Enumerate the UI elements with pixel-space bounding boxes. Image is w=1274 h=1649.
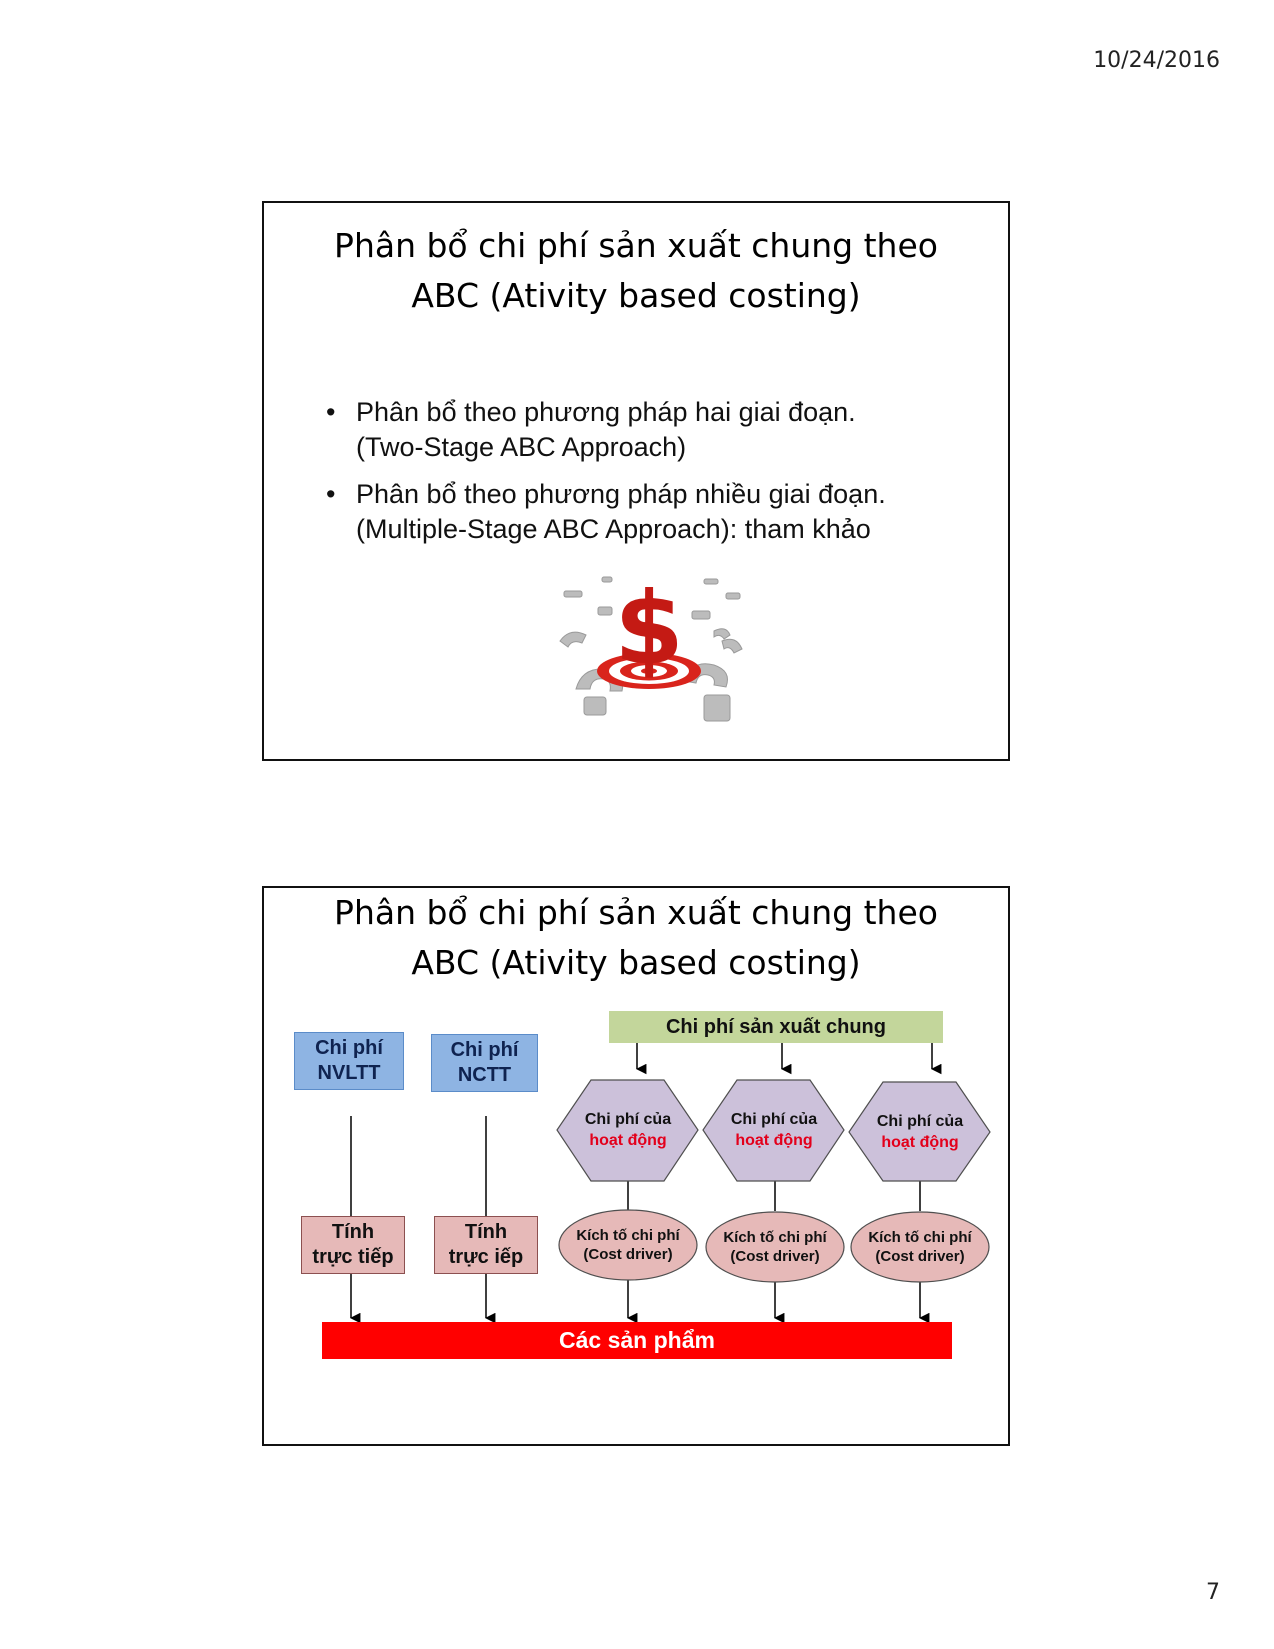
slide-1: Phân bổ chi phí sản xuất chung theo ABC …: [262, 201, 1010, 761]
activity-label-line2: hoạt động: [735, 1132, 813, 1149]
activity-hexagon: [702, 1079, 845, 1182]
activity-label-line2: hoạt động: [589, 1132, 667, 1149]
slide-1-title: Phân bổ chi phí sản xuất chung theo ABC …: [264, 221, 1008, 321]
direct-labor-box: Chi phí NCTT: [431, 1034, 538, 1092]
activity-label: Chi phí của hoạt động: [856, 1111, 984, 1153]
cost-driver-label: Kích tố chi phí (Cost driver): [705, 1228, 845, 1266]
direct-charge-box: Tính trực tiếp: [301, 1216, 405, 1274]
cost-driver-line1: Kích tố chi phí: [868, 1229, 972, 1246]
activity-label-line1: Chi phí của: [876, 1113, 964, 1130]
bullet-line2: (Two-Stage ABC Approach): [356, 432, 687, 462]
bullet-item: Phân bổ theo phương pháp hai giai đoạn. …: [326, 395, 976, 465]
box-label-line2: trực tiếp: [312, 1246, 394, 1268]
cost-driver-line1: Kích tố chi phí: [723, 1229, 827, 1246]
activity-label: Chi phí của hoạt động: [564, 1109, 692, 1151]
slide-2-title: Phân bổ chi phí sản xuất chung theo ABC …: [264, 888, 1008, 988]
box-label-line2: NCTT: [457, 1064, 512, 1086]
box-label-line1: Chi phí: [315, 1037, 383, 1059]
box-label-line1: Tính: [464, 1221, 508, 1243]
cost-driver-ellipse: [705, 1211, 845, 1283]
box-label-line1: Tính: [331, 1221, 375, 1243]
cost-driver-line2: (Cost driver): [583, 1246, 673, 1263]
bullet-list: Phân bổ theo phương pháp hai giai đoạn. …: [326, 395, 976, 559]
cost-driver-line2: (Cost driver): [875, 1248, 965, 1265]
svg-text:$: $: [614, 571, 684, 687]
dollar-target-illustration: $: [559, 571, 743, 722]
cost-driver-line2: (Cost driver): [730, 1248, 820, 1265]
bullet-line1: Phân bổ theo phương pháp nhiều giai đoạn…: [356, 479, 886, 509]
cost-driver-line1: Kích tố chi phí: [576, 1227, 680, 1244]
box-label-line2: NVLTT: [317, 1062, 381, 1084]
slide-1-title-line1: Phân bổ chi phí sản xuất chung theo: [334, 226, 938, 265]
cost-driver-ellipse: [850, 1211, 990, 1283]
products-bar: Các sản phẩm: [322, 1322, 952, 1359]
bullet-line2: (Multiple-Stage ABC Approach): tham khảo: [356, 514, 871, 544]
box-label-line2: trực iếp: [448, 1246, 524, 1268]
activity-label: Chi phí của hoạt động: [710, 1109, 838, 1151]
activity-label-line1: Chi phí của: [730, 1111, 818, 1128]
box-label-line1: Chi phí: [450, 1039, 519, 1061]
activity-hexagon: [848, 1081, 991, 1182]
slide-2-title-line2: ABC (Ativity based costing): [411, 943, 861, 982]
cost-driver-ellipse: [558, 1209, 698, 1281]
slide-1-title-line2: ABC (Ativity based costing): [411, 276, 861, 315]
overhead-cost-bar: Chi phí sản xuất chung: [609, 1011, 943, 1043]
slide-2: Phân bổ chi phí sản xuất chung theo ABC …: [262, 886, 1010, 1446]
page-number: 7: [1206, 1580, 1220, 1605]
diagram-shapes: [349, 1043, 991, 1324]
bullet-line1: Phân bổ theo phương pháp hai giai đoạn.: [356, 397, 856, 427]
cost-driver-label: Kích tố chi phí (Cost driver): [850, 1228, 990, 1266]
slide-2-title-line1: Phân bổ chi phí sản xuất chung theo: [334, 893, 938, 932]
activity-label-line2: hoạt động: [881, 1134, 959, 1151]
header-date: 10/24/2016: [1093, 48, 1220, 73]
activity-label-line1: Chi phí của: [584, 1111, 672, 1128]
activity-hexagon: [556, 1079, 699, 1182]
direct-material-box: Chi phí NVLTT: [294, 1032, 404, 1090]
direct-charge-box: Tính trực iếp: [434, 1216, 538, 1274]
cost-driver-label: Kích tố chi phí (Cost driver): [558, 1226, 698, 1264]
bullet-item: Phân bổ theo phương pháp nhiều giai đoạn…: [326, 477, 976, 547]
